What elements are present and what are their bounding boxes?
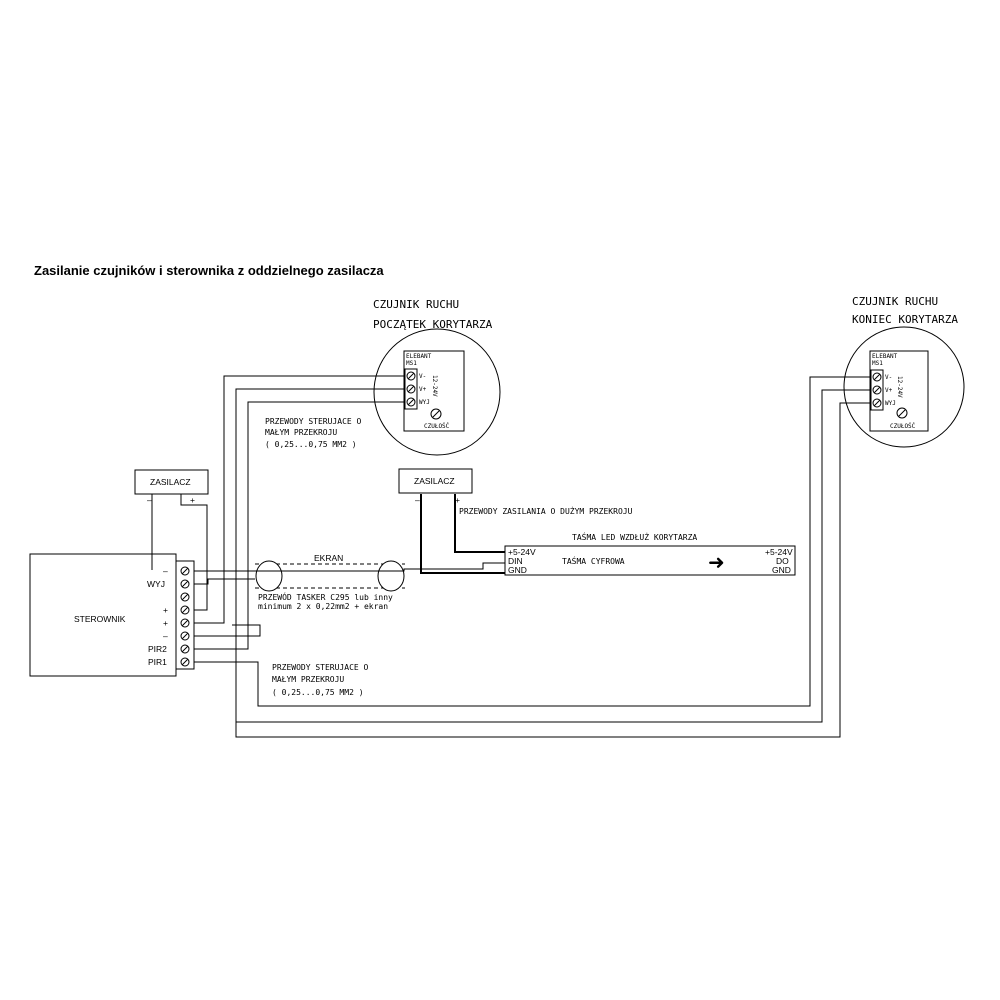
cable-line-1: PRZEWÓD TASKER C295 lub inny <box>258 591 393 602</box>
sensor-end-sensitivity: CZUŁOŚĆ <box>890 423 916 430</box>
controller-term-plus-1: + <box>163 605 168 615</box>
page-title: Zasilanie czujników i sterownika z oddzi… <box>34 263 384 278</box>
control-wires-top-3: ( 0,25...0,75 MM2 ) <box>265 440 357 449</box>
sensor-start-term-vminus: V- <box>419 373 426 380</box>
psu-right: ZASILACZ – + <box>398 468 473 505</box>
led-right-pin-do: DO <box>776 556 789 566</box>
controller-term-wyj: WYJ <box>147 579 165 589</box>
direction-arrow-icon: ➜ <box>708 550 725 574</box>
controller-term-minus-1: – <box>163 566 168 576</box>
sensor-end-term-vplus: V+ <box>885 387 893 394</box>
controller: STEROWNIK – WYJ + + – PIR2 PIR1 <box>29 553 195 677</box>
ferrite-left-icon <box>255 560 283 592</box>
led-strip: +5-24V DIN GND TAŚMA CYFROWA ➜ +5-24V DO… <box>504 545 796 576</box>
sensor-end-term-wyj: WYJ <box>885 400 896 407</box>
sensor-end: ELEBANT MS1 V- V+ WYJ 12-24V CZUŁOŚĆ <box>843 326 965 448</box>
sensor-end-term-vminus: V- <box>885 374 892 381</box>
led-right-pin-vcc: +5-24V <box>765 547 793 557</box>
sensor-start: ELEBANT MS1 V- V+ WYJ 12-24V CZUŁOŚĆ <box>373 328 501 456</box>
sensor-end-terminal-icon <box>872 372 882 408</box>
controller-term-pir1: PIR1 <box>148 657 167 667</box>
sensor-end-brand: ELEBANT <box>872 353 898 360</box>
control-wires-top-1: PRZEWODY STERUJACE O <box>265 417 362 426</box>
led-left-pin-din: DIN <box>508 556 523 566</box>
sensor-end-label-1: CZUJNIK RUCHU <box>852 295 938 308</box>
cable-line-2: minimum 2 x 0,22mm2 + ekran <box>258 602 388 611</box>
sensor-start-terminal-icon <box>406 371 416 407</box>
controller-term-plus-2: + <box>163 618 168 628</box>
shielded-cable <box>255 560 405 592</box>
psu-left-minus: – <box>147 495 152 505</box>
sensor-start-model: MS1 <box>406 360 417 367</box>
sensor-start-voltage: 12-24V <box>431 375 438 397</box>
shield-label: EKRAN <box>314 553 343 563</box>
wires <box>151 375 871 738</box>
ferrite-right-icon <box>377 560 405 592</box>
control-wires-top-2: MAŁYM PRZEKROJU <box>265 428 337 437</box>
controller-term-minus-2: – <box>163 631 168 641</box>
sensor-start-label-1: CZUJNIK RUCHU <box>373 298 459 311</box>
sensor-start-term-vplus: V+ <box>419 386 427 393</box>
psu-right-label: ZASILACZ <box>414 476 455 486</box>
power-wires-label: PRZEWODY ZASILANIA O DUŻYM PRZEKROJU <box>459 506 633 516</box>
led-left-pin-vcc: +5-24V <box>508 547 536 557</box>
sensor-start-term-wyj: WYJ <box>419 399 430 406</box>
control-wires-bottom-1: PRZEWODY STERUJACE O <box>272 663 369 672</box>
control-wires-bottom-2: MAŁYM PRZEKROJU <box>272 675 344 684</box>
led-left-pin-gnd: GND <box>508 565 527 575</box>
led-strip-title: TAŚMA LED WZDŁUŻ KORYTARZA <box>572 531 697 542</box>
led-right-pin-gnd: GND <box>772 565 791 575</box>
psu-right-minus: – <box>415 495 420 505</box>
sensor-start-label-2: POCZĄTEK KORYTARZA <box>373 318 493 331</box>
psu-left: ZASILACZ – + <box>134 469 209 505</box>
led-strip-name: TAŚMA CYFROWA <box>562 555 625 566</box>
controller-term-pir2: PIR2 <box>148 644 167 654</box>
control-wires-bottom-3: ( 0,25...0,75 MM2 ) <box>272 688 364 697</box>
sensor-start-sensitivity: CZUŁOŚĆ <box>424 423 450 430</box>
sensor-end-voltage: 12-24V <box>896 376 903 398</box>
controller-label: STEROWNIK <box>74 614 126 624</box>
psu-right-plus: + <box>455 495 460 505</box>
sensor-start-brand: ELEBANT <box>406 353 432 360</box>
sensor-end-label-2: KONIEC KORYTARZA <box>852 313 958 326</box>
sensor-end-model: MS1 <box>872 360 883 367</box>
psu-left-plus: + <box>190 495 195 505</box>
controller-terminal-icon <box>180 566 190 667</box>
psu-left-label: ZASILACZ <box>150 477 191 487</box>
